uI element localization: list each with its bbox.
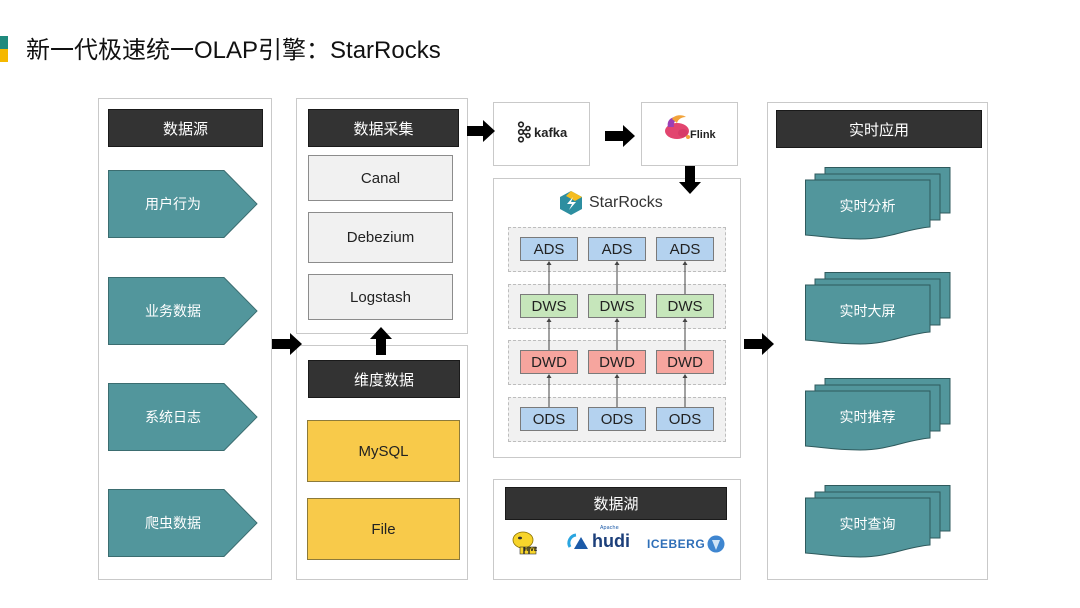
app-multidoc-shape-4 bbox=[805, 485, 951, 558]
flink-logo: Flink bbox=[662, 113, 716, 141]
layer-cell-dwd: DWD bbox=[656, 350, 714, 374]
layer-flow-arrow bbox=[614, 261, 620, 294]
layer-flow-arrow bbox=[546, 318, 552, 350]
starrocks-label: StarRocks bbox=[589, 194, 663, 211]
realtime-app-label: 实时查询 bbox=[839, 517, 896, 533]
realtime-app-label: 实时大屏 bbox=[839, 304, 896, 320]
iceberg-label: ICEBERG bbox=[647, 537, 706, 551]
kafka-logo: kafka bbox=[517, 121, 567, 143]
arrow-dimension-to-collection bbox=[370, 327, 392, 355]
layer-cell-ads: ADS bbox=[588, 237, 646, 261]
layer-flow-arrow bbox=[682, 318, 688, 350]
hudi-logo: Apache hudi bbox=[566, 525, 630, 551]
hive-logo: HIVE bbox=[510, 530, 540, 556]
arrow-starrocks-to-apps bbox=[744, 333, 774, 355]
dimension-data-header: 维度数据 bbox=[308, 360, 460, 398]
layer-cell-dwd: DWD bbox=[588, 350, 646, 374]
starrocks-logo: StarRocks bbox=[558, 190, 663, 216]
layer-cell-ads: ADS bbox=[520, 237, 578, 261]
source-item-label: 业务数据 bbox=[145, 304, 201, 320]
arrow-collection-to-kafka bbox=[467, 120, 495, 142]
realtime-apps-header: 实时应用 bbox=[776, 110, 982, 148]
layer-flow-arrow bbox=[682, 261, 688, 294]
app-multidoc-shape-2 bbox=[805, 272, 951, 345]
hudi-label: hudi bbox=[592, 531, 630, 551]
kafka-box bbox=[493, 102, 590, 166]
hudi-apache-label: Apache bbox=[600, 525, 619, 531]
data-collection-header: 数据采集 bbox=[308, 109, 459, 147]
source-shape-2 bbox=[108, 277, 258, 345]
iceberg-icon bbox=[707, 535, 725, 553]
page-title: 新一代极速统一OLAP引擎：StarRocks bbox=[26, 37, 441, 64]
data-lake-header: 数据湖 bbox=[505, 487, 727, 520]
layer-cell-ods: ODS bbox=[588, 407, 646, 431]
layer-cell-dws: DWS bbox=[656, 294, 714, 318]
flink-label: Flink bbox=[690, 129, 716, 141]
app-multidoc-shape-1 bbox=[805, 167, 951, 240]
layer-flow-arrow bbox=[614, 318, 620, 350]
tool-debezium: Debezium bbox=[308, 212, 453, 263]
title-accent-mark bbox=[0, 36, 8, 62]
layer-flow-arrow bbox=[682, 374, 688, 407]
arrow-sources-to-collection bbox=[272, 333, 302, 355]
arrow-flink-to-starrocks bbox=[679, 166, 701, 194]
arrow-kafka-to-flink bbox=[605, 125, 635, 147]
iceberg-logo: ICEBERG bbox=[647, 535, 725, 553]
starrocks-icon bbox=[560, 191, 582, 215]
source-item-label: 系统日志 bbox=[145, 410, 201, 426]
dimension-mysql: MySQL bbox=[307, 420, 460, 482]
source-item-label: 用户行为 bbox=[145, 197, 201, 213]
layer-flow-arrow bbox=[546, 374, 552, 407]
layer-cell-ods: ODS bbox=[656, 407, 714, 431]
layer-cell-ads: ADS bbox=[656, 237, 714, 261]
kafka-icon bbox=[517, 121, 531, 143]
hive-label: HIVE bbox=[524, 547, 538, 553]
hudi-wordmark: Apache hudi bbox=[592, 525, 630, 551]
layer-flow-arrow bbox=[614, 374, 620, 407]
hive-bee-icon bbox=[512, 531, 537, 555]
source-item-label: 爬虫数据 bbox=[145, 516, 201, 532]
app-multidoc-shape-3 bbox=[805, 378, 951, 451]
layer-cell-dwd: DWD bbox=[520, 350, 578, 374]
layer-flow-arrow bbox=[546, 261, 552, 294]
dimension-file: File bbox=[307, 498, 460, 560]
data-sources-header: 数据源 bbox=[108, 109, 263, 147]
realtime-app-label: 实时推荐 bbox=[839, 410, 896, 426]
source-shape-4 bbox=[108, 489, 258, 557]
flink-box bbox=[641, 102, 738, 166]
layer-cell-dws: DWS bbox=[520, 294, 578, 318]
layer-cell-ods: ODS bbox=[520, 407, 578, 431]
hudi-icon bbox=[567, 533, 588, 549]
realtime-app-label: 实时分析 bbox=[839, 199, 896, 215]
source-shape-1 bbox=[108, 170, 258, 238]
layer-cell-dws: DWS bbox=[588, 294, 646, 318]
tool-canal: Canal bbox=[308, 155, 453, 201]
kafka-label: kafka bbox=[534, 124, 568, 140]
source-shape-3 bbox=[108, 383, 258, 451]
tool-logstash: Logstash bbox=[308, 274, 453, 320]
flink-squirrel-icon bbox=[665, 115, 690, 139]
